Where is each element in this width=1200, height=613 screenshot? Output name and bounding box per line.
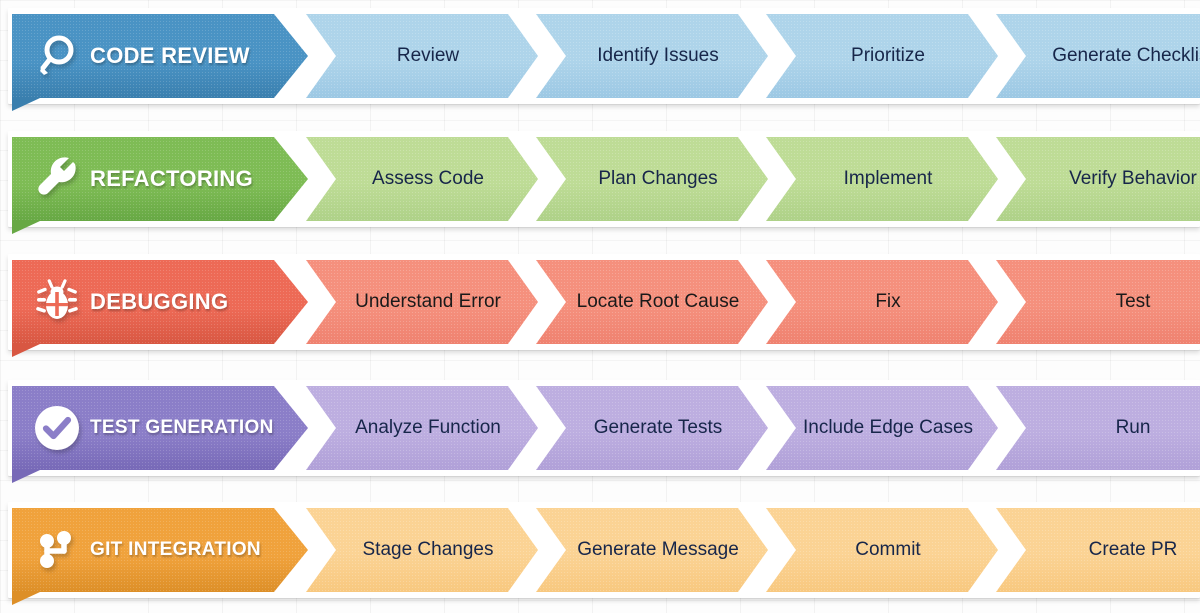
step-label: Stage Changes [362,539,494,560]
wrench-icon [26,137,88,221]
step-label: Implement [843,168,933,189]
step-label: Locate Root Cause [576,291,740,312]
category-label: CODE REVIEW [90,43,250,68]
step-chevron-code-review-1[interactable]: Review [306,14,538,98]
step-label: Create PR [1088,539,1178,560]
step-label: Prioritize [851,45,925,66]
step-label: Include Edge Cases [802,417,974,438]
steps-container: Stage Changes Generate Message Commit Creat… [306,508,1200,592]
step-label: Assess Code [372,168,484,189]
step-label: Test [1115,291,1151,312]
ribbon-fold-decoration [12,221,40,234]
category-header-test-generation[interactable]: TEST GENERATION [12,386,308,470]
step-chevron-test-generation-3[interactable]: Include Edge Cases [766,386,998,470]
workflow-row-code-review: Review Identify Issues Prioritize Generate … [0,8,1200,111]
steps-container: Analyze Function Generate Tests Include Ed… [306,386,1200,470]
step-chevron-test-generation-1[interactable]: Analyze Function [306,386,538,470]
step-chevron-refactoring-3[interactable]: Implement [766,137,998,221]
step-chevron-debugging-1[interactable]: Understand Error [306,260,538,344]
step-label: Verify Behavior [1069,168,1197,189]
category-header-git-integration[interactable]: GIT INTEGRATION [12,508,308,592]
step-label: Understand Error [355,291,501,312]
steps-container: Understand Error Locate Root Cause Fix Test [306,260,1200,344]
steps-container: Assess Code Plan Changes Implement Verify B… [306,137,1200,221]
step-label: Commit [855,539,921,560]
step-chevron-refactoring-1[interactable]: Assess Code [306,137,538,221]
step-label: Review [396,45,460,66]
step-label: Generate Checklist [1052,45,1200,66]
ribbon-fold-decoration [12,98,40,111]
step-chevron-debugging-2[interactable]: Locate Root Cause [536,260,768,344]
category-label: TEST GENERATION [90,417,274,438]
git-branch-icon [26,508,88,592]
category-label: GIT INTEGRATION [90,539,261,560]
category-header-refactoring[interactable]: REFACTORING [12,137,308,221]
step-chevron-git-integration-4[interactable]: Create PR [996,508,1200,592]
check-circle-icon [26,386,88,470]
steps-container: Review Identify Issues Prioritize Generate … [306,14,1200,98]
step-label: Run [1115,417,1151,438]
step-chevron-git-integration-1[interactable]: Stage Changes [306,508,538,592]
magnifier-icon [26,14,88,98]
workflow-row-debugging: Understand Error Locate Root Cause Fix Test… [0,254,1200,357]
workflow-row-refactoring: Assess Code Plan Changes Implement Verify B… [0,131,1200,234]
step-label: Plan Changes [598,168,718,189]
step-chevron-debugging-3[interactable]: Fix [766,260,998,344]
workflow-row-test-generation: Analyze Function Generate Tests Include Ed… [0,380,1200,483]
step-chevron-git-integration-3[interactable]: Commit [766,508,998,592]
step-chevron-code-review-3[interactable]: Prioritize [766,14,998,98]
category-header-code-review[interactable]: CODE REVIEW [12,14,308,98]
category-label: REFACTORING [90,166,254,191]
step-chevron-debugging-4[interactable]: Test [996,260,1200,344]
step-chevron-code-review-4[interactable]: Generate Checklist [996,14,1200,98]
step-chevron-refactoring-2[interactable]: Plan Changes [536,137,768,221]
category-label: DEBUGGING [90,289,229,314]
step-label: Analyze Function [355,417,501,438]
bug-icon [26,260,88,344]
step-label: Fix [875,291,901,312]
step-chevron-code-review-2[interactable]: Identify Issues [536,14,768,98]
step-label: Generate Message [577,539,739,560]
step-chevron-test-generation-2[interactable]: Generate Tests [536,386,768,470]
step-chevron-refactoring-4[interactable]: Verify Behavior [996,137,1200,221]
step-chevron-git-integration-2[interactable]: Generate Message [536,508,768,592]
step-label: Identify Issues [597,45,719,66]
category-header-debugging[interactable]: DEBUGGING [12,260,308,344]
step-label: Generate Tests [593,417,723,438]
step-chevron-test-generation-4[interactable]: Run [996,386,1200,470]
workflow-row-git-integration: Stage Changes Generate Message Commit Creat… [0,502,1200,605]
